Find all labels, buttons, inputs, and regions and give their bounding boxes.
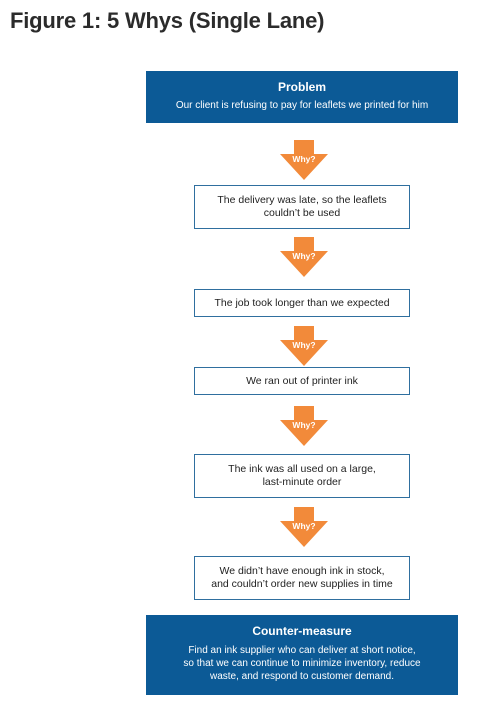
countermeasure-heading: Counter-measure	[252, 624, 352, 638]
why-arrow-5: Why?	[280, 507, 328, 547]
why-label-2: Why?	[292, 251, 316, 261]
why-label-3: Why?	[292, 340, 316, 350]
cause-box-2: The job took longer than we expected	[194, 289, 410, 317]
cause-3-line-1: We ran out of printer ink	[246, 374, 358, 387]
problem-box: Problem Our client is refusing to pay fo…	[146, 71, 458, 123]
down-arrow-icon	[280, 406, 328, 446]
down-arrow-icon	[280, 140, 328, 180]
why-label-1: Why?	[292, 154, 316, 164]
why-arrow-3: Why?	[280, 326, 328, 366]
why-arrow-1: Why?	[280, 140, 328, 180]
cause-4-line-2: last-minute order	[262, 476, 342, 488]
cause-1-line-2: couldn’t be used	[263, 207, 341, 219]
down-arrow-icon	[280, 237, 328, 277]
cause-box-4: The ink was all used on a large, last-mi…	[194, 454, 410, 498]
cause-box-1: The delivery was late, so the leaflets c…	[194, 185, 410, 229]
cause-4-line-1: The ink was all used on a large,	[228, 463, 376, 475]
problem-text: Our client is refusing to pay for leafle…	[175, 100, 429, 111]
figure-title: Figure 1: 5 Whys (Single Lane)	[10, 8, 325, 33]
cause-5-line-1: We didn’t have enough ink in stock,	[219, 565, 385, 577]
countermeasure-line-3: waste, and respond to customer demand.	[210, 671, 394, 682]
cause-5-line-2: and couldn’t order new supplies in time	[211, 578, 393, 590]
countermeasure-box: Counter-measure Find an ink supplier who…	[146, 615, 458, 695]
why-label-4: Why?	[292, 420, 316, 430]
countermeasure-line-2: so that we can continue to minimize inve…	[183, 658, 421, 669]
problem-heading: Problem	[277, 80, 326, 94]
down-arrow-icon	[280, 326, 328, 366]
cause-box-3: We ran out of printer ink	[194, 367, 410, 395]
cause-box-5: We didn’t have enough ink in stock, and …	[194, 556, 410, 600]
down-arrow-icon	[280, 507, 328, 547]
cause-1-line-1: The delivery was late, so the leaflets	[217, 194, 387, 206]
why-label-5: Why?	[292, 521, 316, 531]
countermeasure-line-1: Find an ink supplier who can deliver at …	[188, 645, 416, 656]
why-arrow-4: Why?	[280, 406, 328, 446]
cause-2-line-1: The job took longer than we expected	[214, 296, 390, 309]
why-arrow-2: Why?	[280, 237, 328, 277]
